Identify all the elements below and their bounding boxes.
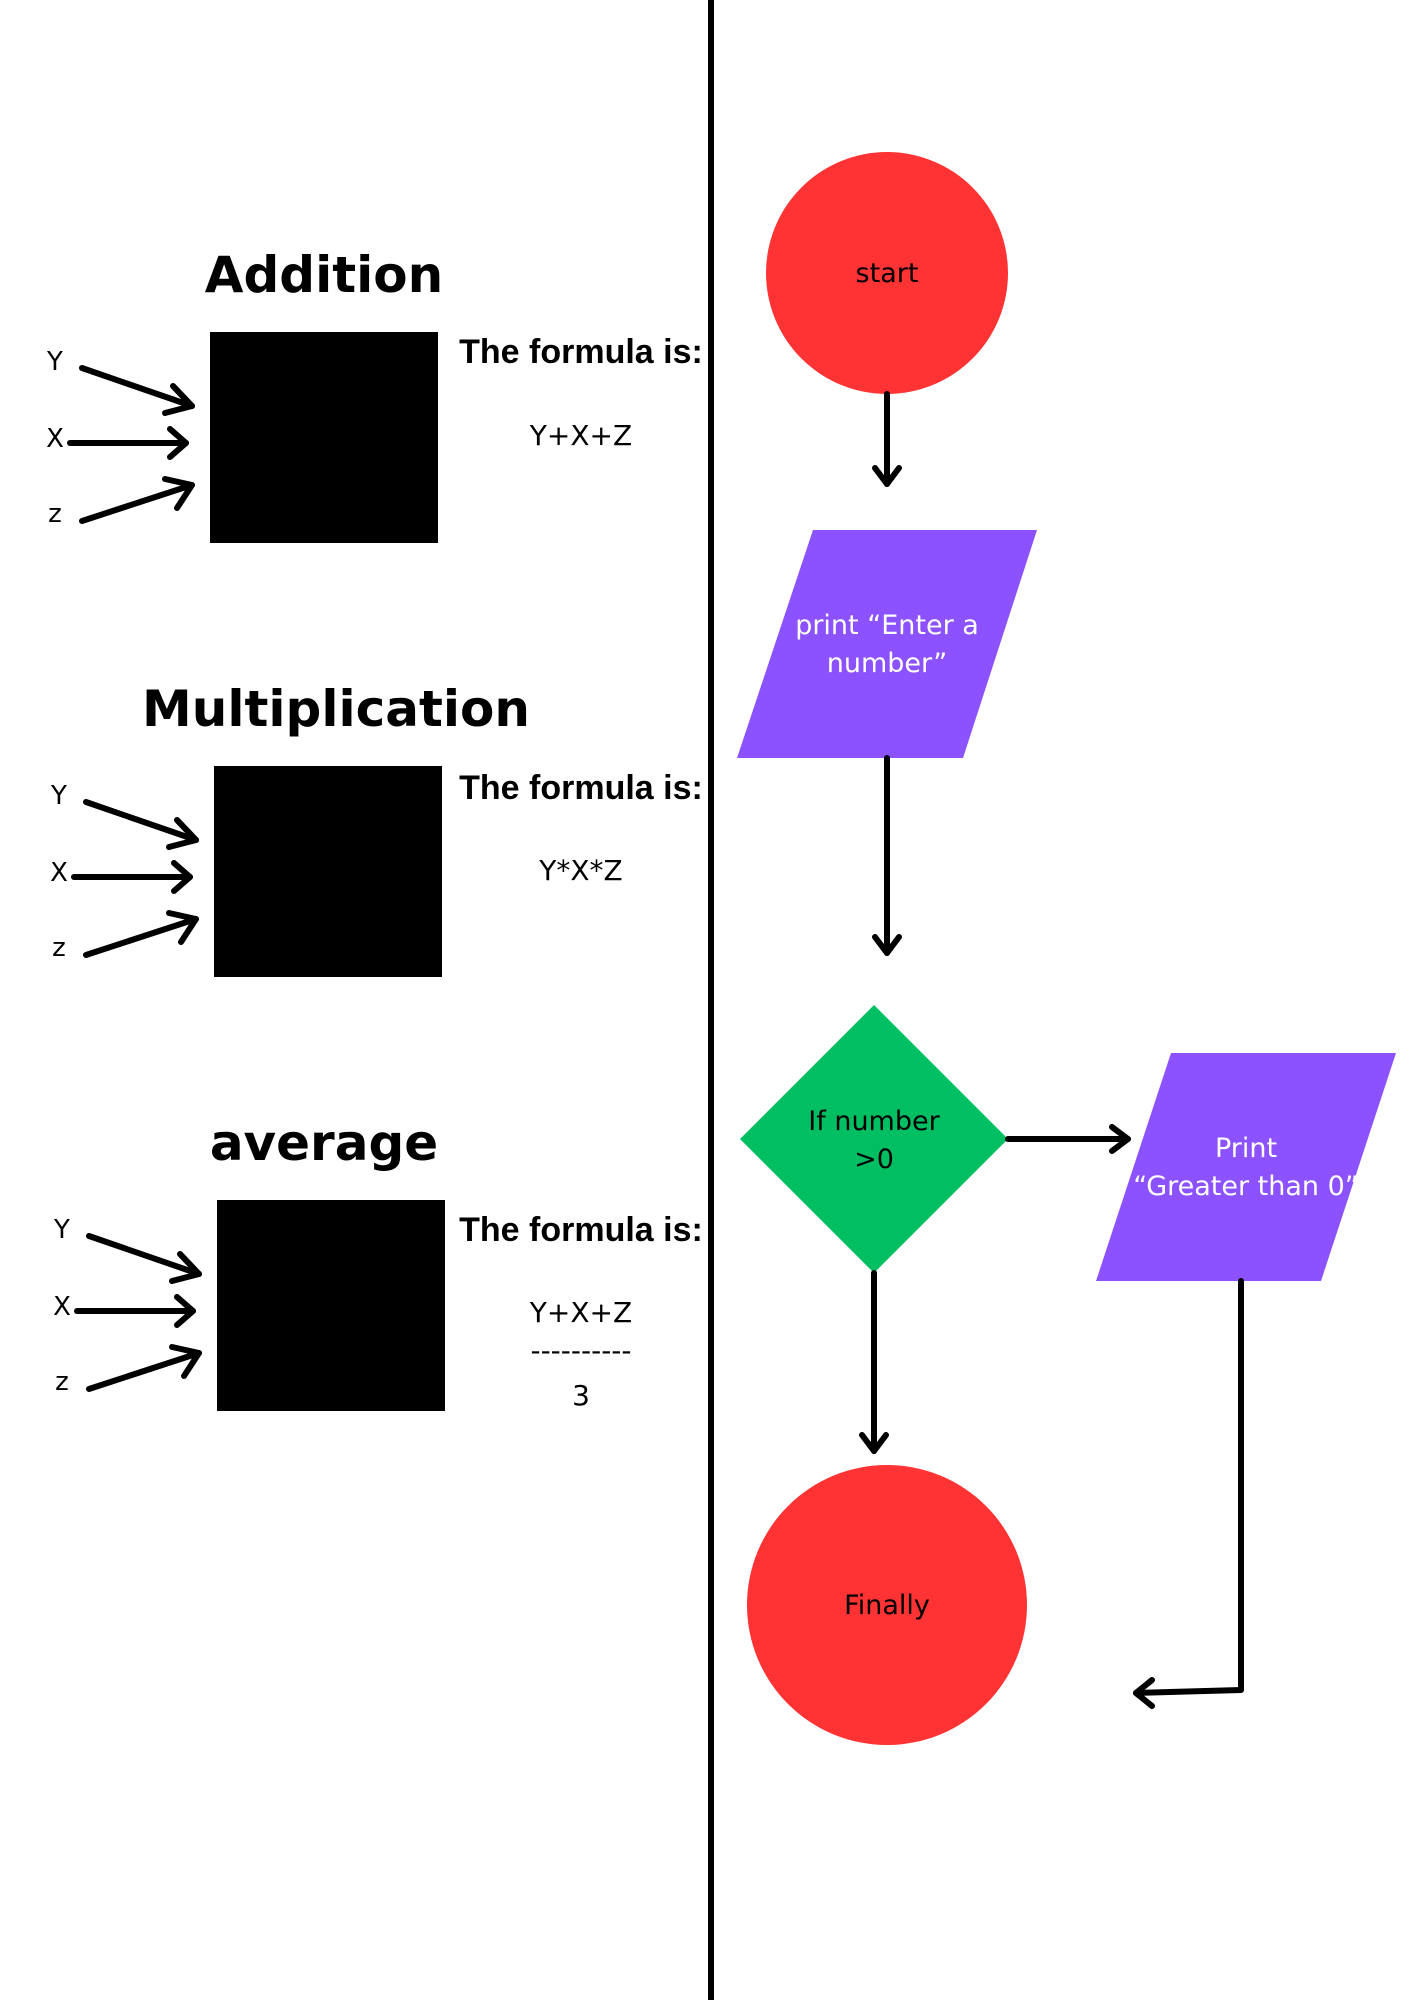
decision-label-line1: If number [808, 1106, 940, 1137]
decision-node: If number >0 [740, 1005, 1008, 1273]
end-node: Finally [747, 1465, 1027, 1745]
start-circle [766, 152, 1008, 394]
addition-box [210, 332, 438, 543]
average-formula-denominator: 3 [572, 1379, 590, 1412]
multiplication-section: Multiplication Y X z The formula is: Y*X… [50, 680, 703, 977]
average-input-y: Y [53, 1215, 70, 1245]
multiplication-box [214, 766, 442, 977]
multiplication-arrow-x [71, 860, 193, 894]
output-node: Print “Greater than 0” [1096, 1053, 1396, 1281]
average-formula-label: The formula is: [459, 1211, 703, 1249]
arrow-input-to-decision [872, 755, 902, 956]
output-parallelogram [1096, 1053, 1396, 1281]
addition-section: Addition Y X z The formula is: Y+X+Z [46, 246, 703, 543]
addition-arrow-y [79, 365, 195, 416]
arrow-output-return [1133, 1278, 1244, 1709]
average-formula-divider: ---------- [530, 1334, 631, 1367]
addition-formula: Y+X+Z [529, 419, 632, 452]
average-box [217, 1200, 445, 1411]
input-parallelogram [737, 530, 1037, 758]
multiplication-formula-label: The formula is: [459, 769, 703, 807]
start-label: start [856, 258, 919, 289]
addition-input-x: X [46, 424, 64, 454]
start-node: start [766, 152, 1008, 394]
average-arrow-z [86, 1344, 202, 1392]
average-section: average Y X z The formula is: Y+X+Z ----… [53, 1114, 703, 1412]
average-arrow-x [74, 1294, 196, 1328]
addition-arrow-z [79, 476, 195, 524]
addition-input-y: Y [46, 347, 63, 377]
end-label: Finally [844, 1590, 930, 1621]
addition-title: Addition [205, 246, 443, 304]
average-input-x: X [53, 1292, 71, 1322]
addition-formula-label: The formula is: [459, 333, 703, 371]
multiplication-input-y: Y [50, 781, 67, 811]
arrow-decision-to-end [859, 1270, 889, 1454]
addition-arrow-x [67, 426, 189, 460]
arrow-start-to-input [872, 391, 902, 487]
addition-input-z: z [48, 499, 62, 529]
multiplication-input-z: z [52, 933, 66, 963]
multiplication-arrow-z [83, 910, 199, 958]
decision-label-line2: >0 [854, 1144, 894, 1175]
average-title: average [210, 1114, 438, 1172]
multiplication-title: Multiplication [142, 680, 530, 738]
input-label-line2: number” [827, 648, 948, 679]
multiplication-formula: Y*X*Z [538, 854, 622, 887]
arrow-decision-to-output [1005, 1124, 1131, 1154]
average-formula-numerator: Y+X+Z [529, 1296, 632, 1329]
decision-diamond [740, 1005, 1008, 1273]
input-label-line1: print “Enter a [795, 610, 979, 641]
average-input-z: z [55, 1367, 69, 1397]
multiplication-arrow-y [83, 799, 199, 850]
average-arrow-y [86, 1233, 202, 1284]
input-node: print “Enter a number” [737, 530, 1037, 758]
multiplication-input-x: X [50, 858, 68, 888]
output-label-line1: Print [1215, 1133, 1277, 1164]
output-label-line2: “Greater than 0” [1133, 1171, 1359, 1202]
flowchart: start print “Enter a number” If number >… [737, 152, 1396, 1745]
end-circle [747, 1465, 1027, 1745]
